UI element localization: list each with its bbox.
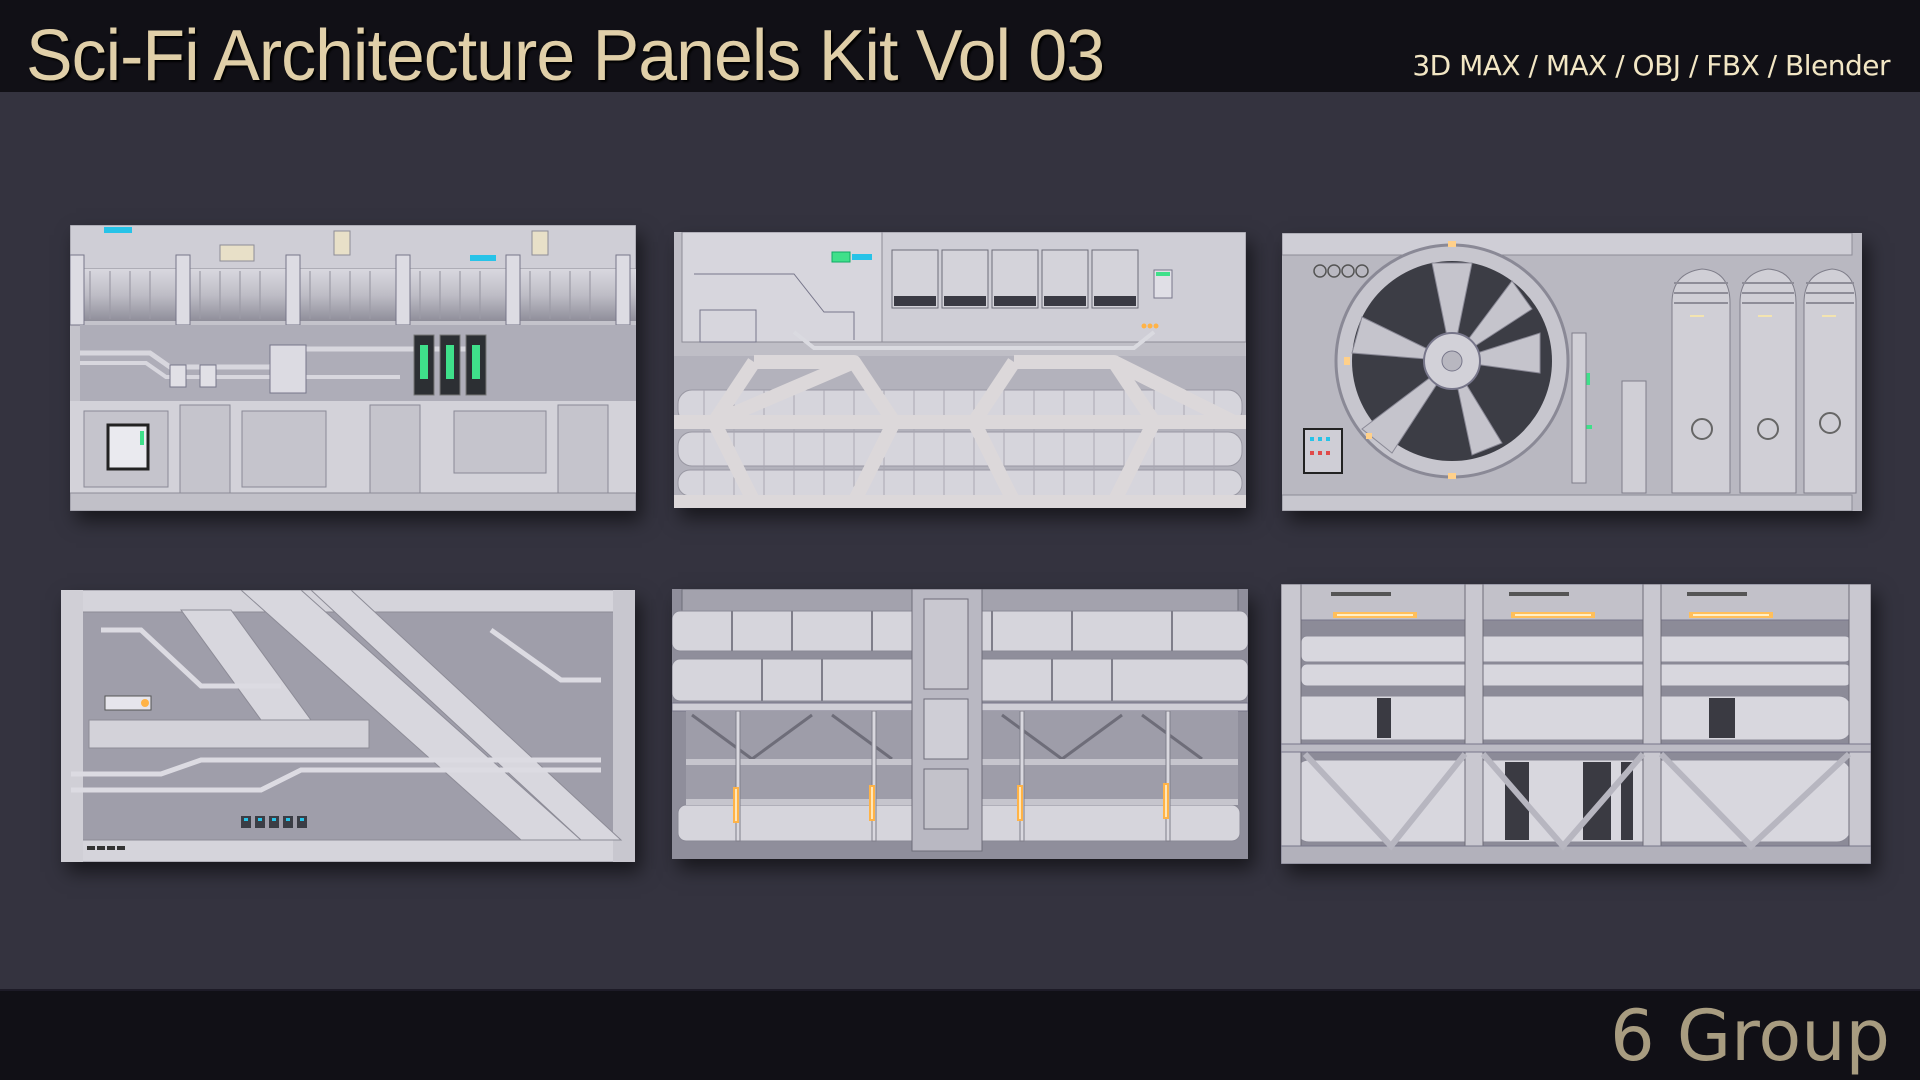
panel-1-illustration (70, 225, 636, 511)
panel-2-illustration (674, 232, 1246, 508)
panel-6-illustration (1281, 584, 1871, 864)
panel-3-illustration (1282, 233, 1862, 511)
panel-5-illustration (672, 589, 1248, 859)
panel-4-illustration (61, 590, 635, 862)
panel-4-diagonal-braces (61, 590, 635, 862)
panel-5-pipe-rack-lamps (672, 589, 1248, 859)
panel-showcase (0, 92, 1920, 989)
page-title: Sci-Fi Architecture Panels Kit Vol 03 (26, 16, 1105, 96)
group-count-label: 6 Group (1610, 995, 1890, 1077)
panel-2-server-truss (674, 232, 1246, 508)
panel-3-fan-pipes (1282, 233, 1862, 511)
footer-bar: 6 Group (0, 989, 1920, 1080)
file-formats-label: 3D MAX / MAX / OBJ / FBX / Blender (1412, 49, 1890, 82)
panel-1-duct-wall (70, 225, 636, 511)
panel-6-triple-bay-cylinders (1281, 584, 1871, 864)
header-bar: Sci-Fi Architecture Panels Kit Vol 03 3D… (0, 0, 1920, 96)
